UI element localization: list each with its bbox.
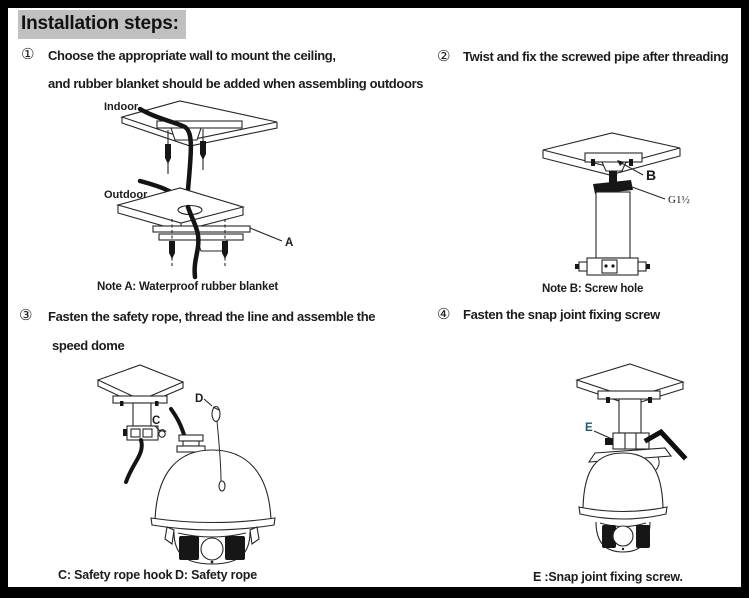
outdoor-label: Outdoor — [104, 189, 148, 201]
thread-spec-callout: G1½ — [631, 186, 690, 206]
allen-wrench — [643, 428, 688, 461]
pipe-rope — [132, 402, 152, 427]
cable-indoor — [137, 106, 194, 203]
step-4-text-line-1: Fasten the snap joint fixing screw — [463, 307, 660, 322]
ir-led-left — [179, 536, 199, 560]
figure-screwed-pipe: B G1½ — [542, 132, 690, 276]
callout-c-label: C — [152, 415, 160, 427]
indoor-label: Indoor — [104, 101, 139, 113]
callout-b-label: B — [646, 167, 656, 183]
camera-lens-snap — [612, 525, 634, 547]
safety-rope — [203, 398, 226, 492]
screwed-pipe-body — [595, 191, 631, 259]
step-2-number: ② — [437, 48, 451, 65]
pipe-collar — [123, 425, 159, 441]
cable-outdoor-bottom — [185, 204, 201, 280]
caption-c: C: Safety rope hook — [58, 568, 173, 582]
cable-rope-fig — [124, 438, 144, 484]
step-4-number: ④ — [437, 306, 451, 323]
step-1-text-line-1: Choose the appropriate wall to mount the… — [48, 48, 336, 63]
callout-a-leader — [249, 227, 283, 242]
snap-joint — [605, 432, 650, 450]
speed-dome-camera-snap — [578, 447, 673, 553]
step-2-text-line-1: Twist and fix the screwed pipe after thr… — [463, 49, 729, 64]
pipe-bottom-bracket — [575, 257, 650, 276]
caption-e: E :Snap joint fixing screw. — [533, 570, 683, 584]
snap-joint-fixing-screw — [605, 438, 613, 445]
step-1-number: ① — [21, 46, 35, 63]
callout-b: B — [617, 160, 656, 183]
ir-led-right — [225, 536, 245, 560]
ir-led-left-snap — [602, 525, 616, 548]
callout-e-label: E — [585, 422, 593, 434]
figure-outdoor-mounting: Outdoor A — [104, 178, 293, 280]
callout-d-leader — [203, 398, 213, 407]
figure-indoor-mounting: Indoor — [104, 100, 278, 203]
note-a-caption: Note A: Waterproof rubber blanket — [97, 281, 279, 293]
expansion-screws-outdoor — [169, 219, 228, 267]
manual-page: Installation steps: ① Choose the appropr… — [8, 8, 741, 587]
mounting-plate-indoor — [156, 120, 243, 141]
speed-dome-camera — [150, 407, 276, 565]
callout-d-label: D — [195, 393, 203, 405]
step-3-number: ③ — [19, 307, 33, 324]
callout-a-label: A — [285, 237, 293, 249]
camera-lens — [200, 537, 224, 561]
thread-spec-label: G1½ — [668, 194, 690, 206]
callout-e-leader — [593, 430, 613, 440]
figure-snap-joint: E — [575, 363, 688, 553]
pipe-stem — [609, 171, 617, 184]
step-3-text-line-1: Fasten the safety rope, thread the line … — [48, 309, 376, 324]
note-b-caption: Note B: Screw hole — [542, 283, 644, 295]
page-title: Installation steps: — [18, 10, 186, 39]
callout-c-leader — [154, 425, 161, 432]
step-1-text-line-2: and rubber blanket should be added when … — [48, 76, 424, 91]
expansion-screws-indoor — [165, 129, 206, 174]
ir-led-right-snap — [636, 525, 650, 548]
waterproof-rubber-blanket — [152, 225, 251, 252]
pipe-snap — [618, 398, 642, 434]
caption-d: D: Safety rope — [175, 568, 257, 582]
thread-collar — [593, 180, 633, 194]
step-3-text-line-2: speed dome — [52, 338, 125, 353]
figure-safety-rope-assembly: C — [96, 364, 276, 565]
